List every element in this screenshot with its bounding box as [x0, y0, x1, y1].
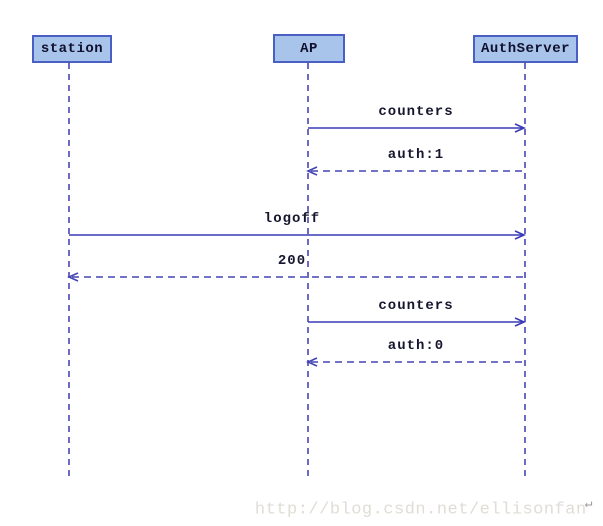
- watermark: http://blog.csdn.net/ellisonfan↵: [255, 496, 593, 520]
- arrowhead-right-icon: [514, 230, 526, 240]
- arrowhead-left-icon: [306, 357, 318, 367]
- message-arrow-200: [67, 272, 525, 282]
- message-arrow-auth0: [306, 357, 525, 367]
- arrowhead-right-icon: [514, 317, 526, 327]
- message-arrow-auth1: [306, 166, 525, 176]
- return-arrow-icon: ↵: [584, 496, 593, 512]
- actor-authserver: AuthServer: [473, 35, 578, 63]
- message-label-logoff: logoff: [263, 211, 321, 227]
- watermark-url: http://blog.csdn.net/ellisonfan: [254, 501, 587, 520]
- message-arrow-counters-2: [308, 317, 526, 327]
- message-label-200: 200: [277, 253, 307, 269]
- message-label-counters-2: counters: [378, 298, 454, 314]
- arrowhead-left-icon: [67, 272, 79, 282]
- message-arrow-counters-1: [308, 123, 526, 133]
- actor-ap: AP: [273, 34, 345, 63]
- message-label-auth1: auth:1: [387, 147, 445, 163]
- actor-station: station: [32, 35, 112, 63]
- message-arrow-logoff: [69, 230, 526, 240]
- actor-authserver-label: AuthServer: [480, 41, 570, 57]
- arrowhead-left-icon: [306, 166, 318, 176]
- message-label-counters-1: counters: [378, 104, 454, 120]
- message-label-auth0: auth:0: [387, 338, 445, 354]
- arrowhead-right-icon: [514, 123, 526, 133]
- actor-ap-label: AP: [300, 40, 318, 57]
- actor-station-label: station: [40, 41, 104, 57]
